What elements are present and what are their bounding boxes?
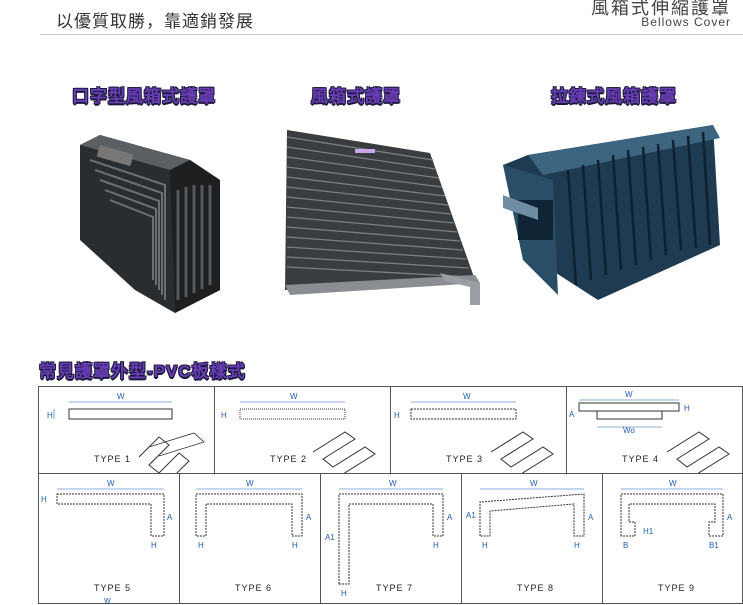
- type-5-label: TYPE 5: [94, 583, 132, 593]
- section-title: 常見護罩外型-PVC板樣式: [39, 362, 246, 381]
- dim-a: A: [569, 410, 575, 419]
- type-3-label: TYPE 3: [446, 454, 484, 464]
- type-6-label: TYPE 6: [235, 583, 273, 593]
- dim-w-partial: W: [104, 598, 111, 605]
- dim-b: B: [623, 541, 628, 550]
- type-9-cell: W A B H1 B1 TYPE 9: [602, 473, 743, 604]
- dim-h: H: [482, 541, 488, 550]
- type-8-cell: W A1 A H H TYPE 8: [461, 473, 603, 604]
- type-6-cell: W A H H TYPE 6: [179, 473, 321, 604]
- dim-h: H: [47, 411, 53, 420]
- type-8-label: TYPE 8: [517, 583, 555, 593]
- type-3-cell: W H TYPE 3: [390, 386, 567, 474]
- type-4-label: TYPE 4: [622, 454, 660, 464]
- type-2-cell: W H TYPE 2: [214, 386, 391, 474]
- zipper-bellows-photo: [503, 125, 720, 300]
- dim-a: A: [167, 513, 173, 522]
- type-5-drawing: W H A H: [41, 479, 173, 550]
- dim-h: H: [684, 404, 690, 413]
- dim-a1: A1: [466, 511, 476, 520]
- dim-h: H: [221, 411, 227, 420]
- dim-a: A: [727, 513, 733, 522]
- dim-w: W: [389, 479, 397, 488]
- type-1-drawing: W H: [47, 392, 205, 473]
- dim-h1: H1: [643, 527, 654, 536]
- dim-w: W: [246, 479, 254, 488]
- type-6-drawing: W A H H: [195, 479, 312, 550]
- dim-h: H: [433, 541, 439, 550]
- flat-bellows-photo: [285, 130, 480, 305]
- header-divider: [40, 34, 743, 35]
- type-4-drawing: W A H Wo: [569, 390, 730, 473]
- dim-a: A: [447, 513, 453, 522]
- type-2-drawing: W H: [221, 392, 376, 473]
- type-1-label: TYPE 1: [94, 454, 132, 464]
- type-7-drawing: W A1 A H H: [325, 479, 453, 598]
- type-2-label: TYPE 2: [270, 454, 308, 464]
- dim-w: W: [463, 392, 471, 401]
- dim-h: H: [341, 589, 347, 598]
- type-1-cell: W H TYPE 1: [38, 386, 215, 474]
- dim-a1: A1: [325, 533, 335, 542]
- dim-h: H: [41, 495, 47, 504]
- dim-a: A: [588, 513, 594, 522]
- product-heading-3: 拉鍊式風箱護罩: [551, 87, 677, 106]
- type-4-cell: W A H Wo TYPE 4: [566, 386, 743, 474]
- type-7-label: TYPE 7: [376, 583, 414, 593]
- page-title-zh: 風箱式伸縮護罩: [591, 0, 731, 18]
- dim-w: W: [107, 479, 115, 488]
- dim-h: H: [151, 541, 157, 550]
- page-title-en: Bellows Cover: [641, 15, 731, 29]
- dim-a: A: [306, 513, 312, 522]
- type-9-label: TYPE 9: [658, 583, 696, 593]
- type-8-drawing: W A1 A H H: [466, 479, 594, 550]
- type-grid: W H TYPE 1 W H TYPE 2 W H TYPE 3: [38, 386, 743, 604]
- dim-w: W: [290, 392, 298, 401]
- dim-wo: Wo: [623, 426, 635, 435]
- dim-w: W: [669, 479, 677, 488]
- dim-h: H: [394, 411, 400, 420]
- product-heading-2: 風箱式護罩: [311, 87, 401, 106]
- type-7-cell: W A1 A H H TYPE 7: [320, 473, 462, 604]
- type-3-drawing: W H: [394, 392, 554, 473]
- type-5-cell: W H A H TYPE 5: [38, 473, 180, 604]
- tagline: 以優質取勝，靠適銷發展: [56, 12, 254, 31]
- dim-w: W: [117, 392, 125, 401]
- product-heading-1: 口字型風箱式護罩: [72, 87, 216, 106]
- box-bellows-photo: [80, 135, 220, 313]
- dim-h: H: [198, 541, 204, 550]
- dim-h: H: [574, 541, 580, 550]
- dim-h: H: [292, 541, 298, 550]
- dim-b1: B1: [709, 541, 719, 550]
- dim-w: W: [530, 479, 538, 488]
- type-9-drawing: W A B H1 B1: [620, 479, 733, 550]
- dim-w: W: [625, 390, 633, 399]
